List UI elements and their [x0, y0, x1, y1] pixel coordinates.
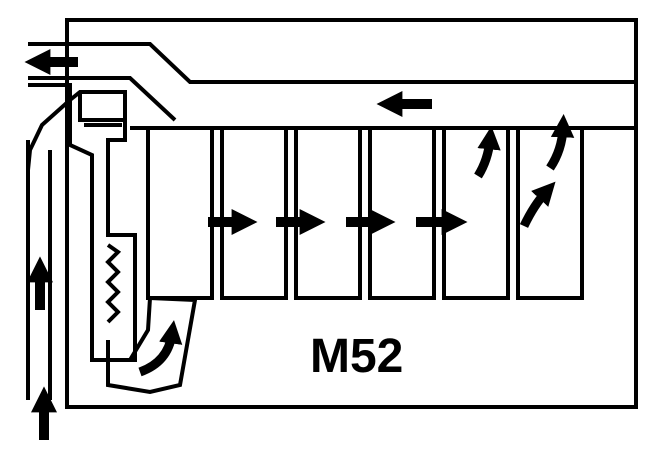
- flow-arrows: [24, 49, 575, 440]
- cylinder-1: [146, 126, 214, 300]
- outlet-channel-upper-wall: [28, 42, 636, 84]
- arrow-curved-up-icon: [138, 320, 183, 377]
- cylinder-jackets: [146, 126, 584, 300]
- pump-housing: [68, 90, 137, 362]
- pump-outlet-duct: [106, 295, 198, 395]
- cylinder-2: [220, 126, 288, 300]
- pump-cap: [78, 92, 125, 127]
- pump-impeller-gear: [105, 243, 122, 324]
- cylinder-4: [368, 126, 436, 300]
- outlet-channel-lower-wall: [28, 76, 177, 122]
- cylinder-5: [442, 126, 510, 300]
- engine-label: M52: [310, 330, 403, 383]
- engine-block-outline: [65, 18, 638, 409]
- arrow-curved-up-icon: [546, 113, 575, 171]
- cylinder-3: [294, 126, 362, 300]
- arrow-curved-up-icon: [474, 126, 501, 179]
- arrow-curved-up-icon: [519, 181, 556, 228]
- cylinder-6: [516, 126, 584, 300]
